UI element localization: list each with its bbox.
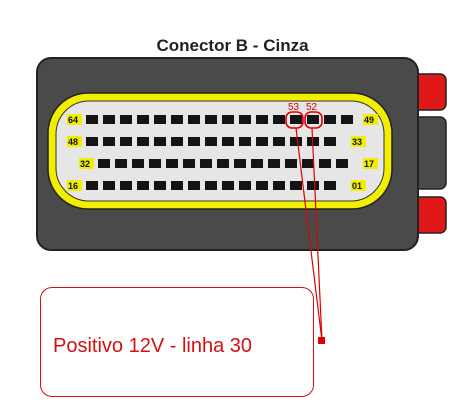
pin-label-row-4: 16 01 bbox=[67, 180, 366, 191]
connector-pin bbox=[171, 115, 183, 124]
connector-pin bbox=[120, 115, 132, 124]
connector-pin bbox=[324, 137, 336, 146]
pin-label-right: 17 bbox=[364, 159, 374, 169]
connector-pin bbox=[256, 137, 268, 146]
connector-pin bbox=[222, 137, 234, 146]
pin-label-right: 49 bbox=[364, 115, 374, 125]
callout-leader-line-2 bbox=[311, 127, 323, 342]
connector-pin bbox=[188, 115, 200, 124]
connector-pin bbox=[154, 137, 166, 146]
connector-pin bbox=[115, 159, 127, 168]
connector-pin bbox=[103, 137, 115, 146]
pin-label-left: 48 bbox=[68, 137, 78, 147]
callout-endpoint bbox=[318, 337, 325, 344]
connector-pin bbox=[307, 181, 319, 190]
pin-array bbox=[86, 115, 353, 190]
pin-label-bg-right bbox=[351, 180, 366, 191]
connector-pin bbox=[137, 137, 149, 146]
connector-pin bbox=[137, 115, 149, 124]
connector-pin bbox=[171, 181, 183, 190]
pin-label-right: 01 bbox=[352, 181, 362, 191]
pin-label-bg-right bbox=[363, 114, 378, 125]
pin-label-bg-left bbox=[67, 180, 82, 191]
connector-pin bbox=[324, 115, 336, 124]
connector-pin bbox=[205, 181, 217, 190]
connector-pin bbox=[341, 115, 353, 124]
callout-pin-53-ring bbox=[285, 111, 304, 129]
connector-pin bbox=[290, 137, 302, 146]
callout-pin-53-label: 53 bbox=[288, 102, 300, 113]
note-box: Positivo 12V - linha 30 bbox=[40, 287, 314, 397]
pin-label-right: 33 bbox=[352, 137, 362, 147]
connector-pin bbox=[290, 115, 302, 124]
pin-label-bg-right bbox=[351, 136, 366, 147]
connector-pin bbox=[222, 115, 234, 124]
connector-pin bbox=[86, 137, 98, 146]
pin-label-bg-right bbox=[363, 158, 378, 169]
connector-pin bbox=[234, 159, 246, 168]
pin-label-row-2: 48 33 bbox=[67, 136, 366, 147]
connector-pin bbox=[290, 181, 302, 190]
callout-pin-52-ring bbox=[304, 111, 323, 129]
connector-pin bbox=[188, 181, 200, 190]
connector-pin bbox=[205, 115, 217, 124]
connector-pin bbox=[171, 137, 183, 146]
connector-pin bbox=[324, 181, 336, 190]
connector-pin bbox=[256, 115, 268, 124]
pin-label-bg-left bbox=[79, 158, 94, 169]
connector-pin bbox=[273, 137, 285, 146]
connector-pin bbox=[268, 159, 280, 168]
pin-label-row-1: 64 49 bbox=[67, 114, 378, 125]
connector-pin bbox=[98, 159, 110, 168]
connector-title: Conector B - Cinza bbox=[156, 36, 309, 55]
connector-pin bbox=[319, 159, 331, 168]
connector-pin bbox=[239, 181, 251, 190]
connector-pin bbox=[200, 159, 212, 168]
connector-pin bbox=[149, 159, 161, 168]
pin-label-bg-left bbox=[67, 136, 82, 147]
connector-pin bbox=[239, 137, 251, 146]
connector-pin bbox=[336, 159, 348, 168]
connector-pin bbox=[103, 181, 115, 190]
pin-label-left: 64 bbox=[68, 115, 78, 125]
connector-pin bbox=[103, 115, 115, 124]
pin-label-left: 32 bbox=[80, 159, 90, 169]
pin-label-row-3: 32 17 bbox=[79, 158, 378, 169]
connector-pin bbox=[120, 137, 132, 146]
connector-pin bbox=[239, 115, 251, 124]
connector-pin bbox=[86, 115, 98, 124]
connector-pin bbox=[273, 115, 285, 124]
connector-pin bbox=[137, 181, 149, 190]
connector-pin bbox=[222, 181, 234, 190]
connector-pin bbox=[307, 115, 319, 124]
connector-pin bbox=[188, 137, 200, 146]
connector-pin bbox=[183, 159, 195, 168]
callout-pin-52-label: 52 bbox=[306, 102, 318, 113]
connector-pin bbox=[256, 181, 268, 190]
connector-pin bbox=[120, 181, 132, 190]
pin-label-left: 16 bbox=[68, 181, 78, 191]
note-text: Positivo 12V - linha 30 bbox=[53, 335, 253, 357]
connector-pin bbox=[285, 159, 297, 168]
connector-pin bbox=[132, 159, 144, 168]
connector-pin bbox=[273, 181, 285, 190]
connector-pin bbox=[251, 159, 263, 168]
connector-pin bbox=[154, 181, 166, 190]
connector-pin bbox=[217, 159, 229, 168]
callout-leader-line-1 bbox=[295, 127, 323, 342]
connector-pin bbox=[302, 159, 314, 168]
connector-pin bbox=[86, 181, 98, 190]
pin-label-bg-left bbox=[67, 114, 82, 125]
connector-pin bbox=[166, 159, 178, 168]
connector-pin bbox=[154, 115, 166, 124]
connector-pin bbox=[205, 137, 217, 146]
